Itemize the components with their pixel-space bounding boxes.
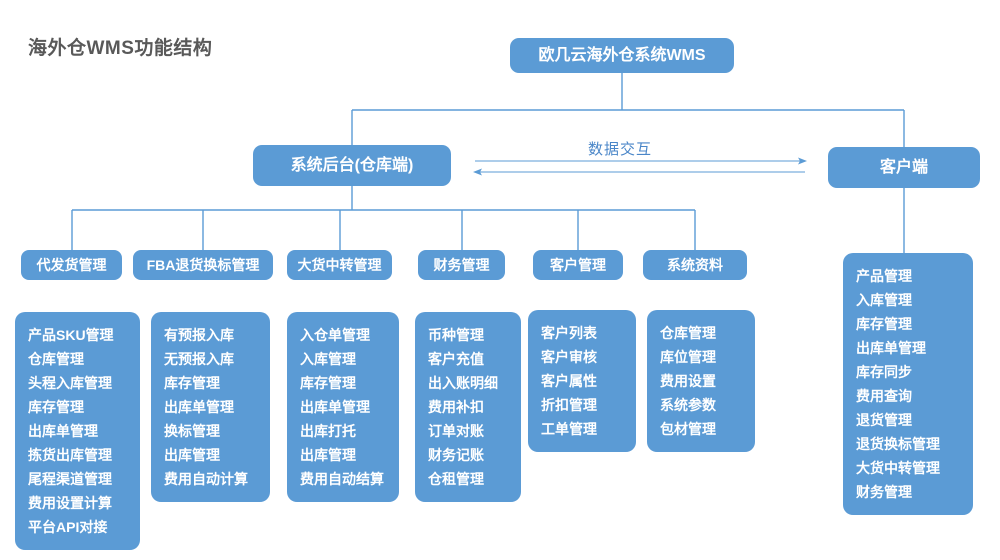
list-item: 仓库管理 xyxy=(28,351,84,367)
list-item: 有预报入库 xyxy=(164,327,234,343)
list-item: 客户列表 xyxy=(541,325,597,341)
list-item: 费用查询 xyxy=(856,388,912,404)
list-item: 无预报入库 xyxy=(164,351,234,367)
list-item: 库位管理 xyxy=(660,349,716,365)
list-item: 库存同步 xyxy=(856,364,912,380)
list-system-data: 仓库管理 库位管理 费用设置 系统参数 包材管理 xyxy=(647,310,755,452)
list-finance: 币种管理 客户充值 出入账明细 费用补扣 订单对账 财务记账 仓租管理 xyxy=(415,312,521,502)
list-item: 工单管理 xyxy=(541,421,597,437)
list-item: 库存管理 xyxy=(28,399,84,415)
list-item: 产品管理 xyxy=(856,268,912,284)
list-item: 费用设置计算 xyxy=(28,495,112,511)
list-fba-return: 有预报入库 无预报入库 库存管理 出库单管理 换标管理 出库管理 费用自动计算 xyxy=(151,312,270,502)
list-item: 库存管理 xyxy=(300,375,356,391)
list-item: 订单对账 xyxy=(428,423,484,439)
module-node-dropship: 代发货管理 xyxy=(21,250,122,280)
list-item: 换标管理 xyxy=(164,423,220,439)
list-item: 仓库管理 xyxy=(660,325,716,341)
list-item: 费用自动结算 xyxy=(300,471,384,487)
list-item: 费用补扣 xyxy=(428,399,484,415)
list-item: 财务管理 xyxy=(856,484,912,500)
list-item: 入仓单管理 xyxy=(300,327,370,343)
list-item: 币种管理 xyxy=(428,327,484,343)
list-item: 库存管理 xyxy=(164,375,220,391)
list-item: 大货中转管理 xyxy=(856,460,940,476)
list-item: 头程入库管理 xyxy=(28,375,112,391)
page-title: 海外仓WMS功能结构 xyxy=(28,38,213,59)
list-item: 客户充值 xyxy=(428,351,484,367)
module-node-bulk-transit: 大货中转管理 xyxy=(287,250,392,280)
list-item: 客户属性 xyxy=(541,373,597,389)
list-item: 入库管理 xyxy=(856,292,912,308)
list-item: 包材管理 xyxy=(660,421,716,437)
list-item: 财务记账 xyxy=(428,447,484,463)
list-item: 尾程渠道管理 xyxy=(28,471,112,487)
arrow-head-right xyxy=(798,157,807,165)
list-item: 出库管理 xyxy=(300,447,356,463)
list-item: 费用自动计算 xyxy=(164,471,248,487)
list-item: 入库管理 xyxy=(300,351,356,367)
list-item: 出库单管理 xyxy=(164,399,234,415)
list-item: 出库单管理 xyxy=(28,423,98,439)
list-item: 退货管理 xyxy=(856,412,912,428)
client-node: 客户端 xyxy=(828,147,980,188)
backend-node: 系统后台(仓库端) xyxy=(253,145,451,186)
list-item: 出库单管理 xyxy=(300,399,370,415)
list-item: 平台API对接 xyxy=(28,519,108,535)
list-item: 费用设置 xyxy=(660,373,716,389)
list-bulk-transit: 入仓单管理 入库管理 库存管理 出库单管理 出库打托 出库管理 费用自动结算 xyxy=(287,312,399,502)
list-item: 出库打托 xyxy=(300,423,356,439)
list-item: 系统参数 xyxy=(660,397,716,413)
list-dropship: 产品SKU管理 仓库管理 头程入库管理 库存管理 出库单管理 拣货出库管理 尾程… xyxy=(15,312,140,550)
module-node-customer: 客户管理 xyxy=(533,250,623,280)
list-item: 折扣管理 xyxy=(541,397,597,413)
arrow-head-left xyxy=(473,168,482,176)
root-node: 欧几云海外仓系统WMS xyxy=(510,38,734,73)
list-client: 产品管理 入库管理 库存管理 出库单管理 库存同步 费用查询 退货管理 退货换标… xyxy=(843,253,973,515)
module-node-finance: 财务管理 xyxy=(418,250,505,280)
list-item: 产品SKU管理 xyxy=(28,327,114,343)
list-customer: 客户列表 客户审核 客户属性 折扣管理 工单管理 xyxy=(528,310,636,452)
list-item: 客户审核 xyxy=(541,349,597,365)
list-item: 出入账明细 xyxy=(428,375,498,391)
module-node-fba-return: FBA退货换标管理 xyxy=(133,250,273,280)
list-item: 拣货出库管理 xyxy=(28,447,112,463)
list-item: 出库管理 xyxy=(164,447,220,463)
list-item: 出库单管理 xyxy=(856,340,926,356)
list-item: 仓租管理 xyxy=(428,471,484,487)
data-exchange-label: 数据交互 xyxy=(587,142,652,158)
list-item: 库存管理 xyxy=(856,316,912,332)
module-node-system-data: 系统资料 xyxy=(643,250,747,280)
list-item: 退货换标管理 xyxy=(856,436,940,452)
